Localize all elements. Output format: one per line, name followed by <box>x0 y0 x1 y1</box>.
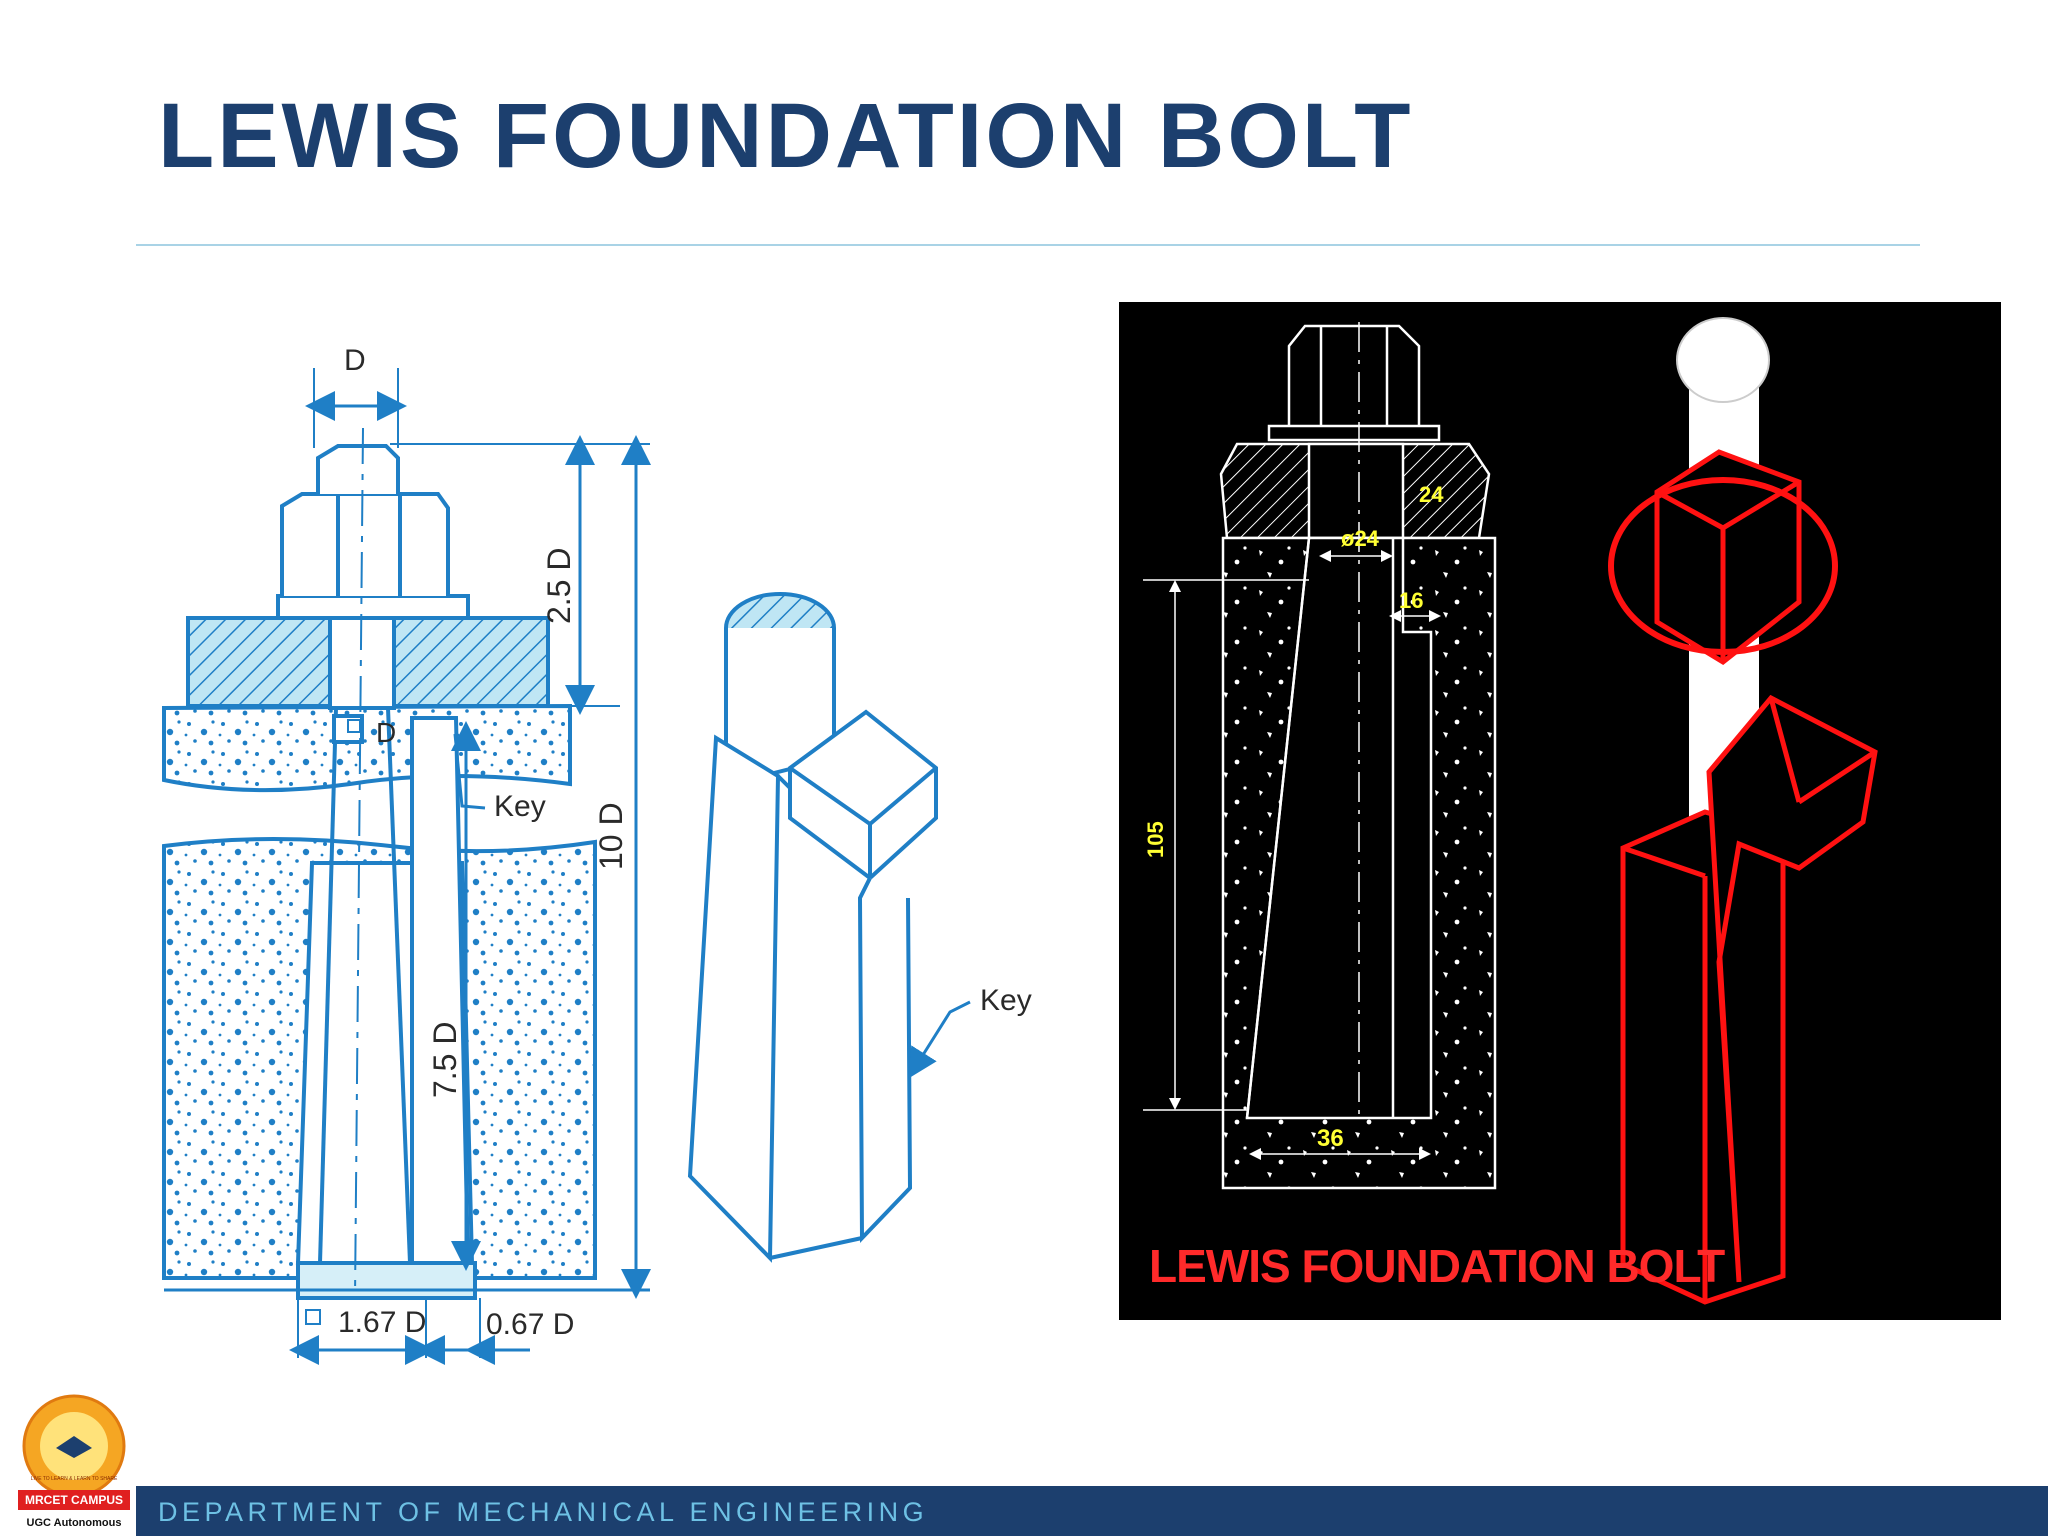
footer-department: DEPARTMENT OF MECHANICAL ENGINEERING <box>158 1497 929 1527</box>
cad-label-105: 105 <box>1143 821 1168 858</box>
label-2-5d: 2.5 D <box>541 548 577 624</box>
cad-label-bore: ø24 <box>1341 526 1380 551</box>
key <box>410 716 471 1265</box>
label-10d: 10 D <box>593 802 629 870</box>
label-7-5d: 7.5 D <box>427 1022 463 1098</box>
label-key: Key <box>494 790 546 823</box>
iso-key-block <box>788 709 938 881</box>
concrete-top-layer <box>162 703 572 793</box>
cad-nut <box>1287 324 1421 426</box>
label-key-iso: Key <box>980 984 1032 1017</box>
logo-campus: MRCET CAMPUS <box>25 1493 123 1507</box>
right-bolt-cad: ø24 24 16 105 36 LEWIS FOUNDATION BOLT <box>1119 302 2001 1320</box>
mrcet-logo: MRCET CAMPUS UGC Autonomous LIVE TO LEAR… <box>18 1394 130 1529</box>
nut <box>280 492 450 596</box>
bolt-top <box>316 444 400 494</box>
footer-bar: DEPARTMENT OF MECHANICAL ENGINEERING <box>136 1486 2048 1536</box>
bottom-strip <box>296 1261 477 1300</box>
washer <box>276 594 470 620</box>
cad-label-16: 16 <box>1399 588 1423 613</box>
logo-status: UGC Autonomous <box>27 1517 122 1529</box>
cad-label-washer: 24 <box>1419 482 1444 507</box>
cad-label-36: 36 <box>1317 1125 1344 1152</box>
iso-body <box>687 734 781 1263</box>
label-1-67d: 1.67 D <box>338 1306 426 1339</box>
slide-title: LEWIS FOUNDATION BOLT <box>158 85 1414 187</box>
label-d-top: D <box>344 344 366 377</box>
left-bolt-sketch: D D Key 2.5 D 10 D 7.5 D 1.67 D 0.67 D K… <box>162 344 1032 1365</box>
title-divider <box>136 244 1920 246</box>
logo-motto: LIVE TO LEARN & LEARN TO SHARE <box>31 1476 118 1482</box>
label-0-67d: 0.67 D <box>486 1308 574 1341</box>
red-key <box>1706 694 1878 1283</box>
label-d-key: D <box>376 717 396 748</box>
cad-caption: LEWIS FOUNDATION BOLT <box>1149 1240 1725 1292</box>
